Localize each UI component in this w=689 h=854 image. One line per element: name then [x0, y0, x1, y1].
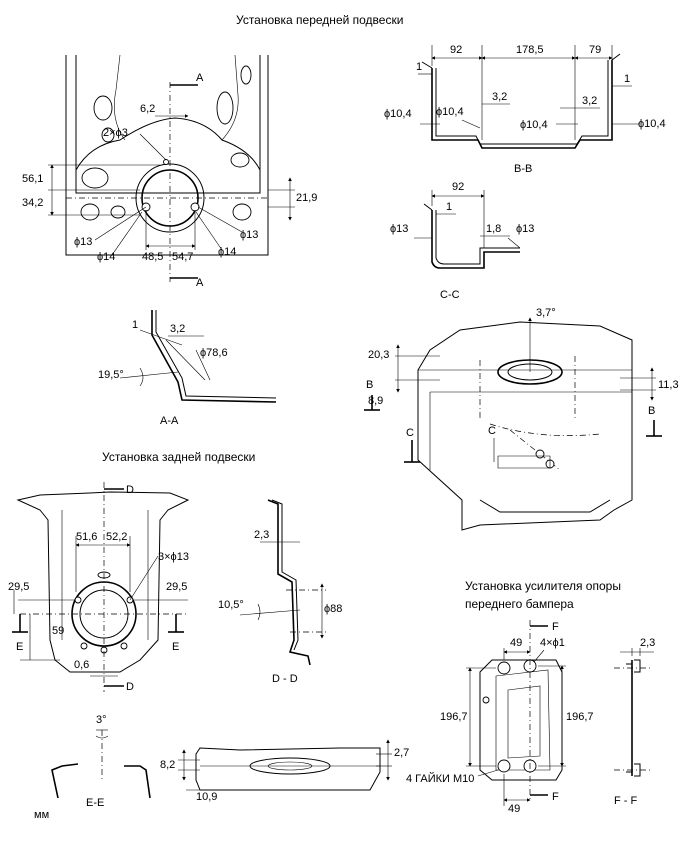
section-cc-label: C-C [440, 289, 460, 301]
dd-dim-2-3: 2,3 [254, 529, 269, 541]
bottom-isometric-view: 8,2 10,9 2,7 [160, 739, 409, 803]
front-dia13-right: ϕ13 [240, 229, 258, 241]
bumper-title-line2: переднего бампера [465, 597, 574, 611]
bottom-dim-8-2: 8,2 [160, 759, 175, 771]
section-d-top-marker: D [126, 484, 134, 496]
section-bb-label: B-B [514, 163, 532, 175]
section-a-top-marker: A [196, 72, 204, 84]
rear-suspension-view: D D 51,6 52,2 3×ϕ13 29,5 29,5 59 0,6 E E [8, 482, 190, 693]
bottom-dim-2-7: 2,7 [394, 747, 409, 759]
bumper-holes-4x1: 4×ϕ1 [540, 637, 565, 649]
bb-dia10-4-d: ϕ10,4 [638, 118, 666, 130]
bumper-reinforcement-view: F F 49 4×ϕ1 196,7 196,7 4 ГАЙКИ М10 49 [406, 620, 594, 815]
section-e-left-marker: E [16, 641, 23, 653]
bb-dim-79: 79 [589, 44, 601, 56]
ee-angle-3: 3° [96, 714, 107, 726]
bb-dim-1-left: 1 [416, 61, 422, 73]
bb-dim-3-2-b: 3,2 [582, 95, 597, 107]
section-dd-label: D - D [272, 673, 298, 685]
front-dia13-left: ϕ13 [74, 236, 92, 248]
front-dia14-left: ϕ14 [97, 251, 115, 263]
iso-dim-8-9: 8,9 [368, 395, 383, 407]
cc-dim-92: 92 [452, 181, 464, 193]
aa-dim-3-2: 3,2 [170, 323, 185, 335]
section-a-bottom-marker: A [196, 277, 204, 289]
front-suspension-title: Установка передней подвески [236, 13, 403, 27]
cc-dim-1-8: 1,8 [486, 223, 501, 235]
bumper-dim-49-top: 49 [510, 637, 522, 649]
section-dd-view: 2,3 10,5° ϕ88 D - D [218, 499, 342, 685]
bb-dia10-4-b: ϕ10,4 [436, 106, 464, 118]
ff-dim-2-3: 2,3 [640, 637, 655, 649]
cc-dia13-right: ϕ13 [516, 223, 534, 235]
section-aa-label: A-A [160, 415, 179, 427]
section-b-left-marker: B [366, 379, 373, 391]
section-f-bottom-marker: F [552, 791, 559, 803]
front-dia14-right: ϕ14 [218, 246, 236, 258]
dd-angle-10-5: 10,5° [218, 599, 244, 611]
rear-dim-0-6: 0,6 [74, 659, 89, 671]
cc-dia13-left: ϕ13 [390, 223, 408, 235]
rear-dim-52-2: 52,2 [106, 531, 127, 543]
rear-dim-29-5-right: 29,5 [166, 581, 187, 593]
section-aa-view: 1 3,2 ϕ78,6 19,5° A-A [98, 310, 277, 427]
rear-dim-51-6: 51,6 [76, 531, 97, 543]
section-b-right-marker: B [648, 405, 655, 417]
section-ee-label: E-E [86, 797, 104, 809]
bumper-nuts-label: 4 ГАЙКИ М10 [406, 772, 474, 785]
rear-dim-29-5-left: 29,5 [8, 581, 29, 593]
iso-angle-3-7: 3,7° [536, 307, 556, 319]
iso-dim-11-3: 11,3 [658, 379, 679, 391]
bb-dia10-4-c: ϕ10,4 [520, 119, 548, 131]
cc-dim-1: 1 [446, 201, 452, 213]
bumper-dim-196-7-left: 196,7 [440, 711, 468, 723]
bumper-title-line1: Установка усилителя опоры [465, 579, 621, 593]
section-c-inner-marker: C [488, 425, 496, 437]
unit-label: мм [34, 809, 49, 821]
section-e-right-marker: E [172, 641, 179, 653]
iso-dim-20-3: 20,3 [368, 349, 389, 361]
front-dim-21-9: 21,9 [296, 192, 317, 204]
front-dim-54-7: 54,7 [172, 251, 193, 263]
rear-holes-3x13: 3×ϕ13 [158, 551, 189, 563]
bb-dia10-4-a: ϕ10,4 [384, 108, 412, 120]
dd-dia88: ϕ88 [324, 603, 342, 615]
rear-dim-59: 59 [52, 625, 64, 637]
front-suspension-view: A A 6,2 2×ϕ3 56,1 34,2 21,9 ϕ13 ϕ14 ϕ13 … [22, 54, 317, 289]
section-ff-label: F - F [614, 795, 637, 807]
section-cc-view: 92 1 1,8 ϕ13 ϕ13 C-C [390, 181, 534, 301]
bb-dim-92: 92 [450, 44, 462, 56]
bb-dim-3-2-a: 3,2 [492, 91, 507, 103]
section-ee-view: 3° E-E [51, 714, 151, 809]
section-c-left-marker: C [406, 427, 414, 439]
aa-angle-19-5: 19,5° [98, 369, 124, 381]
front-dim-56-1: 56,1 [22, 173, 43, 185]
front-holes-2x3: 2×ϕ3 [103, 127, 128, 139]
front-dim-48-5: 48,5 [142, 251, 163, 263]
bumper-dim-49-bottom: 49 [508, 803, 520, 815]
aa-dia78-6: ϕ78,6 [200, 347, 228, 359]
aa-dim-1: 1 [132, 319, 138, 331]
bottom-dim-10-9: 10,9 [196, 791, 217, 803]
bb-dim-178-5: 178,5 [516, 44, 544, 56]
rear-suspension-title: Установка задней подвески [102, 450, 255, 464]
bb-dim-1-right: 1 [624, 73, 630, 85]
front-isometric-view: 3,7° 20,3 8,9 11,3 B B C C [364, 307, 679, 531]
front-dim-6-2: 6,2 [140, 103, 155, 115]
front-dim-34-2: 34,2 [22, 197, 43, 209]
section-d-bottom-marker: D [126, 681, 134, 693]
section-bb-view: 92 178,5 79 1 1 3,2 3,2 ϕ10,4 ϕ10,4 ϕ10,… [384, 44, 666, 175]
bumper-dim-196-7-right: 196,7 [566, 711, 594, 723]
section-f-top-marker: F [552, 621, 559, 633]
section-ff-view: 2,3 F - F [614, 637, 655, 807]
